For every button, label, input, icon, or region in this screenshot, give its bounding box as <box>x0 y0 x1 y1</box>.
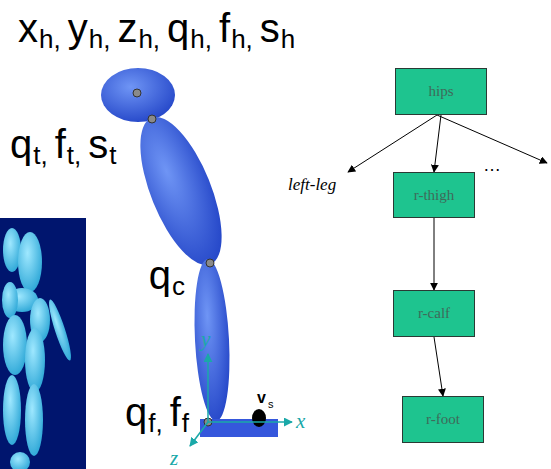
parameter-subscript: h, <box>39 26 61 52</box>
thigh-ellipse <box>124 107 239 276</box>
parameter-subscript: h, <box>89 26 111 52</box>
parameter-subscript: f, <box>148 410 162 436</box>
ellipsis-mark: … <box>483 156 501 174</box>
axis-label: z <box>170 448 178 469</box>
parameter-symbol: f <box>55 124 66 164</box>
parameter-symbol: z <box>117 8 137 48</box>
hip-ellipse <box>101 68 175 122</box>
parameter-subscript: c <box>172 273 185 299</box>
parameter-subscript: h, <box>231 26 253 52</box>
parameter-symbol: q <box>167 8 189 48</box>
parameter-symbol: y <box>68 8 88 48</box>
parameter-subscript: t <box>109 142 116 168</box>
parameter-symbol: q <box>10 124 32 164</box>
parameter-symbol: x <box>18 8 38 48</box>
tree-connector <box>434 337 443 396</box>
parameter-subscript: h <box>281 26 295 52</box>
calf-ellipse <box>191 258 233 422</box>
vector-label: s <box>268 399 274 410</box>
parameter-subscript: h, <box>138 26 160 52</box>
parameter-symbol: s <box>88 124 108 164</box>
segment-name: r-thigh <box>414 187 455 204</box>
branch-label: left-leg <box>288 176 336 193</box>
parameter-symbol: f <box>170 392 181 432</box>
segment-name: r-calf <box>418 305 450 322</box>
segment-name: hips <box>428 83 453 100</box>
body-render <box>0 218 86 469</box>
parameter-subscript: h, <box>190 26 212 52</box>
segment-name: r-foot <box>426 411 460 428</box>
parameter-symbol: f <box>219 8 230 48</box>
hierarchy-box: r-calf <box>393 290 475 337</box>
axis-label: y <box>201 329 210 350</box>
velocity-point <box>252 409 266 427</box>
tree-connector <box>434 115 441 172</box>
foot-axes <box>190 354 292 446</box>
branch-arrows <box>348 115 547 172</box>
parameter-subscript: f <box>182 410 189 436</box>
parameter-symbol: q <box>125 392 147 432</box>
hierarchy-box: hips <box>395 68 487 115</box>
hierarchy-box: r-foot <box>402 396 484 443</box>
tree-connector <box>434 218 435 290</box>
parameter-subscript: t, <box>67 142 81 168</box>
parameter-symbol: q <box>149 255 171 295</box>
parameter-subscript: t, <box>33 142 47 168</box>
axis-label: x <box>296 411 305 432</box>
joint-dots <box>133 89 214 426</box>
hierarchy-box: r-thigh <box>393 172 475 218</box>
vector-label: v <box>257 390 266 406</box>
parameter-symbol: s <box>260 8 280 48</box>
